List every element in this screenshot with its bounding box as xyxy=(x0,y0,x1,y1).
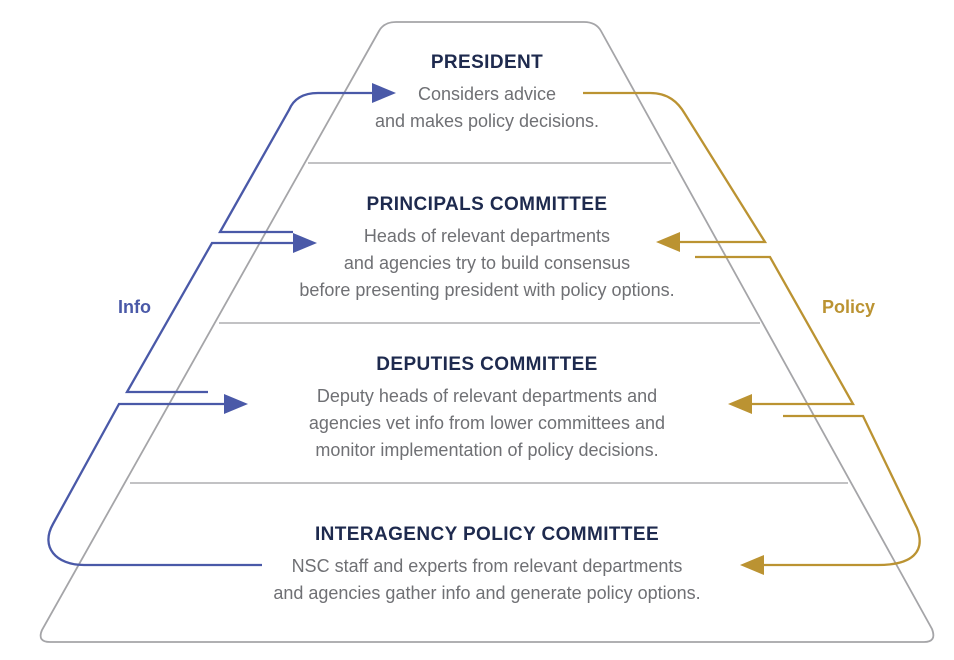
pyramid-outline xyxy=(39,21,935,643)
tier-description-line: NSC staff and experts from relevant depa… xyxy=(291,556,683,576)
policy-flow-arrowheads xyxy=(656,232,764,575)
tier-description-line: Considers advice xyxy=(417,84,557,104)
tier-deputies-committee: DEPUTIES COMMITTEE Deputy heads of relev… xyxy=(130,353,844,464)
tier-title: DEPUTIES COMMITTEE xyxy=(376,354,598,375)
info-flow-label: Info xyxy=(118,297,151,317)
tier-description-line: Deputy heads of relevant departments and xyxy=(316,386,658,406)
info-arrowhead-deputies-icon xyxy=(224,394,248,414)
policy-flow xyxy=(583,91,921,567)
tier-description-line: monitor implementation of policy decisio… xyxy=(315,440,659,460)
info-flow-arrowheads xyxy=(224,83,396,414)
policy-flow-path-president-to-principals xyxy=(583,91,768,244)
tier-title: INTERAGENCY POLICY COMMITTEE xyxy=(314,524,660,545)
tier-title: PRESIDENT xyxy=(430,52,544,73)
policy-flow-path-deputies-to-interagency xyxy=(762,414,921,567)
tier-description-line: agencies vet info from lower committees … xyxy=(308,413,666,433)
tier-description-line: and agencies gather info and generate po… xyxy=(273,583,701,603)
tier-president: PRESIDENT Considers advice and makes pol… xyxy=(130,51,844,135)
tier-title: PRINCIPALS COMMITTEE xyxy=(366,194,608,215)
policy-flow-label: Policy xyxy=(822,297,876,317)
policy-arrowhead-interagency-icon xyxy=(740,555,764,575)
info-flow-path-interagency-to-deputies xyxy=(47,402,262,567)
info-arrowhead-president-icon xyxy=(372,83,396,103)
tier-principals-committee: PRINCIPALS COMMITTEE Heads of relevant d… xyxy=(130,193,844,304)
tier-description-line: before presenting president with policy … xyxy=(299,280,675,300)
tier-description-line: Heads of relevant departments xyxy=(363,226,611,246)
policy-arrowhead-principals-icon xyxy=(656,232,680,252)
info-flow-path-principals-to-president xyxy=(218,91,376,234)
tier-description-line: and makes policy decisions. xyxy=(374,111,600,131)
info-flow xyxy=(47,91,376,567)
info-flow-path-deputies-to-principals xyxy=(125,241,297,394)
info-arrowhead-principals-icon xyxy=(293,233,317,253)
tier-description-line: and agencies try to build consensus xyxy=(343,253,631,273)
policy-flow-path-principals-to-deputies xyxy=(695,255,855,406)
tier-interagency-policy-committee: INTERAGENCY POLICY COMMITTEE NSC staff a… xyxy=(130,523,844,607)
policy-arrowhead-deputies-icon xyxy=(728,394,752,414)
